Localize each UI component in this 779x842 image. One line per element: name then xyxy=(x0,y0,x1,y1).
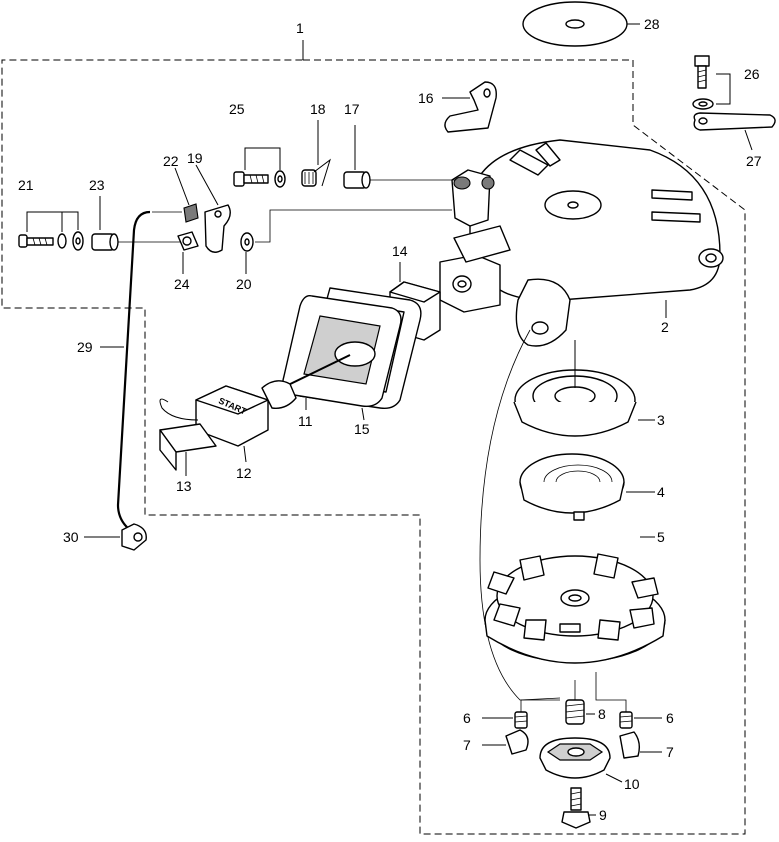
callout-14: 14 xyxy=(392,243,408,259)
part-23-sleeve xyxy=(91,196,180,251)
part-7-pawl-right xyxy=(619,731,662,759)
callout-16: 16 xyxy=(418,90,434,106)
callout-20: 20 xyxy=(236,276,252,292)
part-6-spring-left xyxy=(482,699,560,729)
part-7-pawl-left xyxy=(482,729,529,755)
callout-23: 23 xyxy=(89,177,105,193)
part-17-bushing xyxy=(343,125,455,189)
part-20-washer xyxy=(240,209,452,274)
part-8-spring xyxy=(565,680,595,725)
part-24-clip xyxy=(177,231,199,274)
callout-6-right: 6 xyxy=(666,710,674,726)
part-13-rope-clip xyxy=(159,398,217,476)
part-4-recoil-spring xyxy=(519,453,655,521)
callout-10: 10 xyxy=(624,776,640,792)
callout-1: 1 xyxy=(296,20,304,36)
recoil-rope xyxy=(479,329,561,701)
part-2-starter-housing xyxy=(439,139,724,347)
callout-26: 26 xyxy=(744,66,760,82)
callout-28: 28 xyxy=(644,16,660,32)
callout-8: 8 xyxy=(598,706,606,722)
part-10-ratchet xyxy=(539,737,623,783)
part-3-spring-cover xyxy=(513,340,655,437)
callout-30: 30 xyxy=(63,529,79,545)
part-30-clip xyxy=(84,523,147,551)
part-5-rope-pulley xyxy=(484,536,666,664)
part-18-spring xyxy=(301,120,331,187)
part-19-plate xyxy=(195,164,231,253)
part-25-bolt xyxy=(233,147,286,188)
part-27-strap xyxy=(693,112,776,151)
part-6-spring-right xyxy=(595,672,662,729)
callout-13: 13 xyxy=(176,478,192,494)
part-21-screw xyxy=(18,211,84,251)
callout-labels: 1 2 3 4 5 6 6 7 7 8 9 10 11 12 13 14 15 … xyxy=(18,16,762,823)
callout-7-right: 7 xyxy=(666,744,674,760)
callout-6-left: 6 xyxy=(463,710,471,726)
callout-22: 22 xyxy=(163,153,179,169)
callout-21: 21 xyxy=(18,177,34,193)
callout-4: 4 xyxy=(657,484,665,500)
callout-25: 25 xyxy=(229,101,245,117)
callout-18: 18 xyxy=(310,101,326,117)
callout-15: 15 xyxy=(354,421,370,437)
callout-3: 3 xyxy=(657,412,665,428)
callout-9: 9 xyxy=(599,807,607,823)
part-28-decal xyxy=(522,1,640,47)
callout-7-left: 7 xyxy=(463,737,471,753)
part-26-bolt xyxy=(692,55,731,110)
callout-2: 2 xyxy=(661,319,669,335)
assembly-boundary xyxy=(1,59,746,835)
part-9-screw xyxy=(561,787,596,829)
part-29-link-rod xyxy=(100,210,182,531)
callout-27: 27 xyxy=(746,153,762,169)
callout-5: 5 xyxy=(657,529,665,545)
callout-19: 19 xyxy=(187,150,203,166)
part-22-clip xyxy=(174,167,199,223)
callout-29: 29 xyxy=(77,339,93,355)
callout-11: 11 xyxy=(298,413,313,429)
callout-12: 12 xyxy=(236,465,252,481)
callout-17: 17 xyxy=(344,101,360,117)
part-12-start-handle: START xyxy=(195,354,351,463)
part-11-guide-plate xyxy=(281,295,402,410)
part-16-lever xyxy=(442,81,497,133)
callout-24: 24 xyxy=(174,276,190,292)
